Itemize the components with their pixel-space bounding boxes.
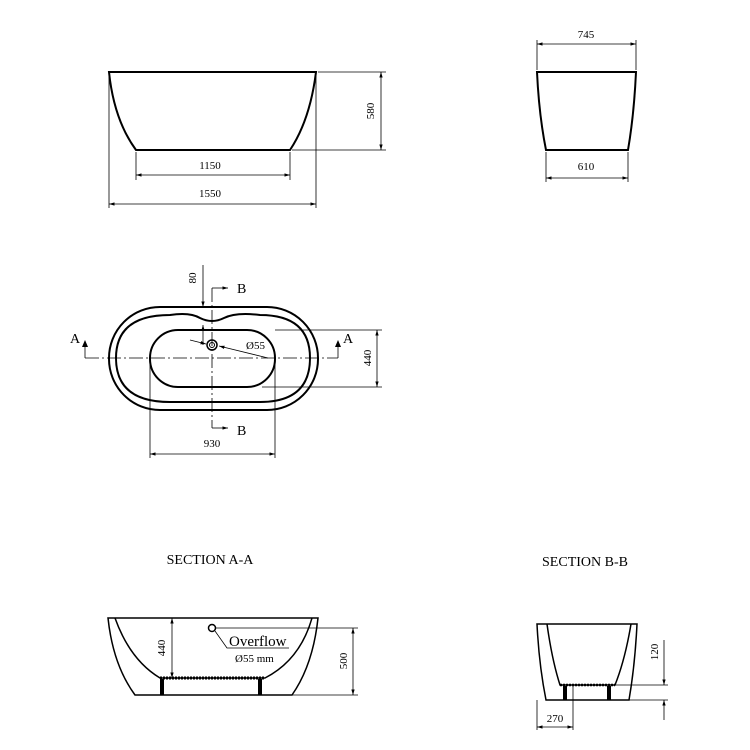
section-aa-title: SECTION A-A <box>167 553 255 568</box>
overflow-label: Overflow <box>229 634 287 650</box>
dim-height: 580 <box>365 102 377 119</box>
section-bb-view: 120 270 <box>536 623 668 730</box>
front-view-outline <box>107 71 318 151</box>
drain-diameter: Ø55 <box>246 340 265 352</box>
foot-right <box>258 679 262 695</box>
dim-bottom-width: 610 <box>578 161 595 173</box>
dim-inner-depth: 440 <box>156 639 168 656</box>
dim-drain-side-offset: 270 <box>547 713 564 725</box>
foot-left <box>563 686 567 700</box>
dim-overflow-height: 500 <box>338 652 350 669</box>
dim-drain-offset: 120 <box>649 643 661 660</box>
section-a-marker-right: A <box>343 332 354 347</box>
dim-top-width: 745 <box>578 29 595 41</box>
drain-icon <box>206 339 218 351</box>
section-aa-view: 440 Overflow Ø55 mm 500 <box>107 617 358 696</box>
side-view-outline <box>535 71 638 151</box>
section-bb-title: SECTION B-B <box>542 555 628 570</box>
section-b-marker-top: B <box>237 282 246 297</box>
overflow-icon <box>207 623 217 633</box>
plan-inner-rim <box>114 313 312 403</box>
dim-overall-length: 1550 <box>199 188 222 200</box>
side-view: 745 610 <box>535 29 638 182</box>
dim-bottom-length: 1150 <box>199 160 221 172</box>
plan-view: A A B B Ø55 80 440 930 <box>70 265 382 458</box>
section-a-marker-left: A <box>70 332 81 347</box>
front-view: 1150 1550 580 <box>107 71 386 208</box>
plan-outer-rim <box>108 306 319 411</box>
foot-left <box>160 679 164 695</box>
overflow-size: Ø55 mm <box>235 653 274 665</box>
section-b-marker-bottom: B <box>237 424 246 439</box>
dim-overflow-offset: 80 <box>187 272 199 284</box>
dim-basin-length: 930 <box>204 438 221 450</box>
dim-basin-width: 440 <box>362 349 374 366</box>
foot-right <box>607 686 611 700</box>
plan-basin <box>149 329 276 388</box>
